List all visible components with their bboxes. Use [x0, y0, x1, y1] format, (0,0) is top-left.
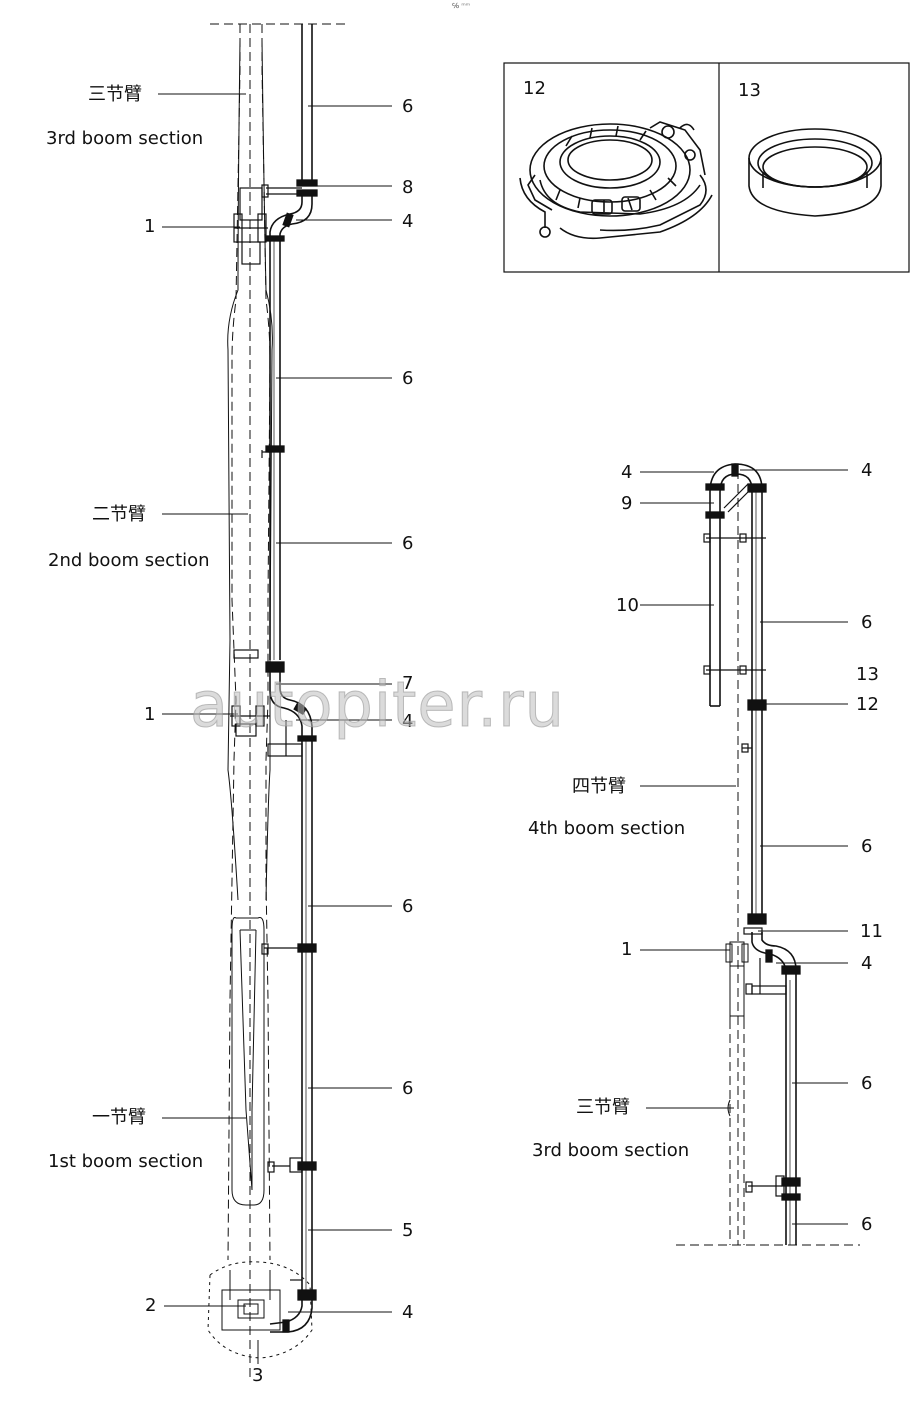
- corner-mark: ℅ ᵐᵐ: [452, 2, 471, 10]
- left-joint-middle: [230, 649, 270, 737]
- label-4th-boom-en: 4th boom section: [528, 818, 686, 839]
- right-clamps: [705, 463, 801, 1201]
- callout-7: 7: [402, 673, 414, 694]
- callout-4: 4: [861, 953, 873, 974]
- watermark: autopiter.ru: [190, 668, 565, 742]
- callout-6: 6: [861, 612, 873, 633]
- label-4th-boom-cn: 四节臂: [572, 776, 626, 797]
- clamp-coupling-icon: [519, 121, 713, 240]
- callout-6: 6: [861, 836, 873, 857]
- inset-label-13: 13: [738, 80, 761, 101]
- seal-ring-icon: [748, 128, 882, 217]
- callout-6: 6: [861, 1214, 873, 1235]
- right-pipeline: [709, 463, 797, 1245]
- callout-10: 10: [616, 595, 639, 616]
- callout-4: 4: [402, 211, 414, 232]
- label-1st-boom-en: 1st boom section: [48, 1151, 204, 1172]
- callout-12: 12: [856, 694, 879, 715]
- callout-2: 2: [145, 1295, 157, 1316]
- label-3rd-boom-en-right: 3rd boom section: [532, 1140, 690, 1161]
- inset-label-12: 12: [523, 78, 546, 99]
- callout-6: 6: [402, 896, 414, 917]
- callout-6: 6: [402, 1078, 414, 1099]
- label-3rd-boom-cn: 三节臂: [88, 84, 142, 105]
- callout-11: 11: [860, 921, 883, 942]
- label-2nd-boom-cn: 二节臂: [92, 504, 146, 525]
- callout-4: 4: [402, 1302, 414, 1323]
- left-leader-lines: [158, 93, 392, 1313]
- label-1st-boom-cn: 一节臂: [92, 1107, 146, 1128]
- right-brackets: [703, 483, 787, 1197]
- left-boom-outline: [210, 23, 350, 1380]
- label-3rd-boom-en: 3rd boom section: [46, 128, 204, 149]
- label-2nd-boom-en: 2nd boom section: [48, 550, 210, 571]
- callout-4: 4: [861, 460, 873, 481]
- callout-1: 1: [621, 939, 633, 960]
- callout-1: 1: [144, 216, 156, 237]
- callout-8: 8: [402, 177, 414, 198]
- callout-6: 6: [402, 96, 414, 117]
- right-leader-lines: [640, 469, 848, 1225]
- callout-1: 1: [144, 704, 156, 725]
- left-clamps: [265, 179, 318, 1333]
- left-joint-upper: [233, 187, 268, 265]
- callout-6: 6: [402, 368, 414, 389]
- callout-5: 5: [402, 1220, 414, 1241]
- callout-3: 3: [252, 1365, 264, 1386]
- right-boom-outline: [676, 470, 860, 1246]
- label-3rd-boom-cn-right: 三节臂: [576, 1097, 630, 1118]
- callout-9: 9: [621, 493, 633, 514]
- inset-frame: [503, 62, 910, 273]
- left-brackets: [261, 184, 303, 1281]
- callout-4: 4: [621, 462, 633, 483]
- callout-13: 13: [856, 664, 879, 685]
- callout-6: 6: [402, 533, 414, 554]
- callout-4: 4: [402, 711, 414, 732]
- callout-6: 6: [861, 1073, 873, 1094]
